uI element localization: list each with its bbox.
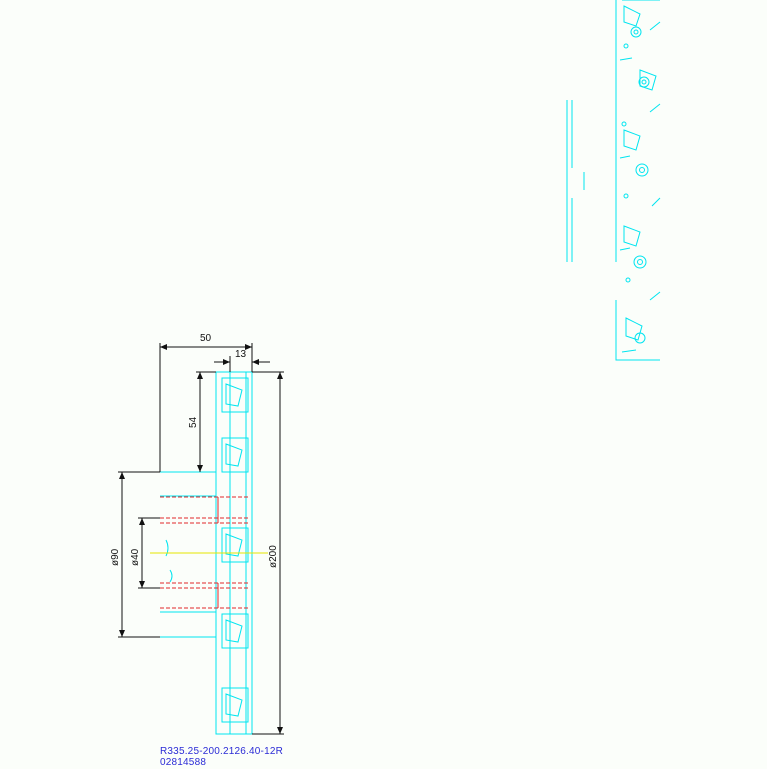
dim-diameter-bore: ø40 — [130, 548, 141, 566]
dim-width-body: 13 — [235, 349, 247, 360]
dim-diameter-hub: ø90 — [110, 548, 121, 566]
dim-height-top: 54 — [188, 416, 199, 428]
dim-width-total: 50 — [200, 333, 212, 344]
dimension-lines — [118, 343, 284, 735]
insert-pocket-4 — [221, 613, 249, 649]
part-number-label: R335.25-200.2126.40-12R — [160, 746, 284, 757]
insert-pocket-5 — [221, 687, 249, 723]
hidden-lines — [160, 496, 248, 609]
cutter-partial-view — [566, 0, 661, 361]
insert-pocket-3 — [221, 527, 249, 563]
insert-pocket-1 — [221, 377, 249, 413]
dim-diameter-outer: ø200 — [268, 545, 279, 568]
order-code-label: 02814588 — [160, 757, 207, 768]
cutter-side-view — [160, 371, 253, 735]
partial-inserts — [619, 5, 661, 353]
insert-pocket-2 — [221, 437, 249, 473]
